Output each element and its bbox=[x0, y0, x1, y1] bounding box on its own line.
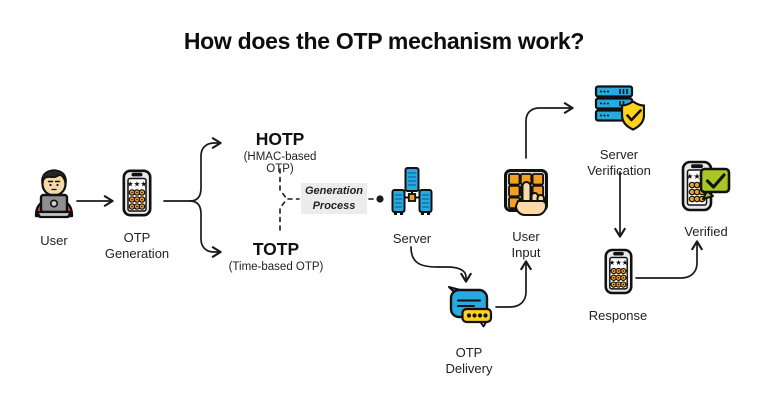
branch-totp: TOTP (Time-based OTP) bbox=[226, 239, 326, 274]
arrow-split-to-totp bbox=[189, 200, 222, 258]
otp-phone-icon: ★★★ bbox=[122, 169, 152, 222]
node-otp-generation: ★★★ OTP Generation bbox=[97, 169, 177, 263]
node-label-server: Server bbox=[392, 231, 432, 246]
generation-process-box: Generation Process bbox=[301, 183, 367, 214]
svg-text:★★★: ★★★ bbox=[686, 172, 708, 181]
branch-totp-description: (Time-based OTP) bbox=[228, 261, 324, 274]
dashed-hotp-to-process bbox=[279, 168, 288, 200]
branch-hotp-description: (HMAC-based OTP) bbox=[243, 151, 317, 176]
node-server: Server bbox=[382, 166, 442, 247]
arrow-server-to-otp-delivery bbox=[410, 246, 472, 283]
user-at-laptop-icon bbox=[29, 166, 79, 225]
server-shield-check-icon bbox=[593, 84, 646, 139]
node-verified: ★★★ Verified bbox=[678, 159, 734, 240]
message-bubbles-icon bbox=[445, 285, 493, 334]
phone-check-bubble-icon: ★★★ bbox=[681, 159, 731, 218]
svg-text:★★★: ★★★ bbox=[127, 180, 147, 189]
page-title: How does the OTP mechanism work? bbox=[183, 28, 585, 54]
node-label-response: Response bbox=[588, 308, 648, 323]
branch-hotp-name: HOTP bbox=[255, 129, 305, 149]
node-user-input: User Input bbox=[503, 168, 549, 262]
branch-hotp: HOTP (HMAC-based OTP) bbox=[230, 129, 330, 176]
svg-text:★★★: ★★★ bbox=[608, 258, 628, 267]
dashed-totp-to-process bbox=[279, 198, 288, 231]
arrow-split-to-hotp bbox=[189, 137, 222, 202]
node-response: ★★★ Response bbox=[588, 248, 648, 324]
arrow-user-input-to-server-verification bbox=[525, 102, 574, 159]
arrow-response-to-verified bbox=[635, 240, 703, 279]
node-label-user-input: User Input bbox=[511, 229, 541, 261]
branch-totp-name: TOTP bbox=[252, 239, 300, 259]
node-server-verification: Server Verification bbox=[578, 84, 660, 180]
keypad-hand-icon bbox=[503, 168, 549, 221]
node-user: User bbox=[24, 166, 84, 249]
node-otp-delivery: OTP Delivery bbox=[441, 285, 497, 378]
process-end-dot bbox=[376, 195, 384, 203]
node-label-server-verification: Server Verification bbox=[587, 147, 651, 179]
node-label-otp-generation: OTP Generation bbox=[104, 230, 170, 262]
node-label-verified: Verified bbox=[684, 224, 728, 239]
otp-phone-icon: ★★★ bbox=[603, 248, 633, 300]
server-cluster-icon bbox=[390, 166, 434, 223]
node-label-user: User bbox=[40, 233, 68, 248]
arrow-otp-delivery-to-user-input bbox=[495, 260, 532, 308]
node-label-otp-delivery: OTP Delivery bbox=[445, 345, 493, 377]
